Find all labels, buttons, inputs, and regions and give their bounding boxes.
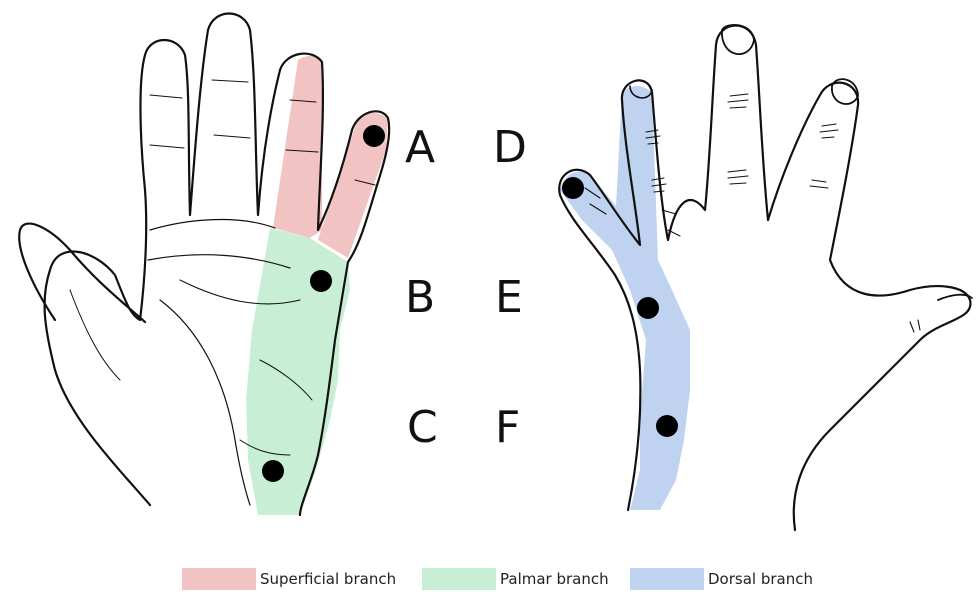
label-f: F (495, 406, 520, 450)
superficial-branch-region (273, 56, 388, 258)
dot-a (363, 125, 385, 147)
right-hand-outline (559, 25, 972, 530)
legend-label-superficial: Superficial branch (260, 570, 396, 588)
label-c: C (407, 406, 438, 450)
legend: Superficial branch Palmar branch Dorsal … (182, 568, 902, 590)
palmar-branch-region (246, 228, 350, 515)
legend-swatch-superficial (182, 568, 256, 590)
dot-b (310, 270, 332, 292)
legend-swatch-palmar (422, 568, 496, 590)
dot-d (562, 177, 584, 199)
label-d: D (493, 126, 527, 170)
label-a: A (405, 126, 435, 170)
dot-c (262, 460, 284, 482)
label-e: E (495, 276, 523, 320)
legend-swatch-dorsal (630, 568, 704, 590)
dot-e (637, 297, 659, 319)
legend-label-dorsal: Dorsal branch (708, 570, 813, 588)
dot-f (656, 415, 678, 437)
legend-label-palmar: Palmar branch (500, 570, 609, 588)
label-b: B (405, 276, 435, 320)
